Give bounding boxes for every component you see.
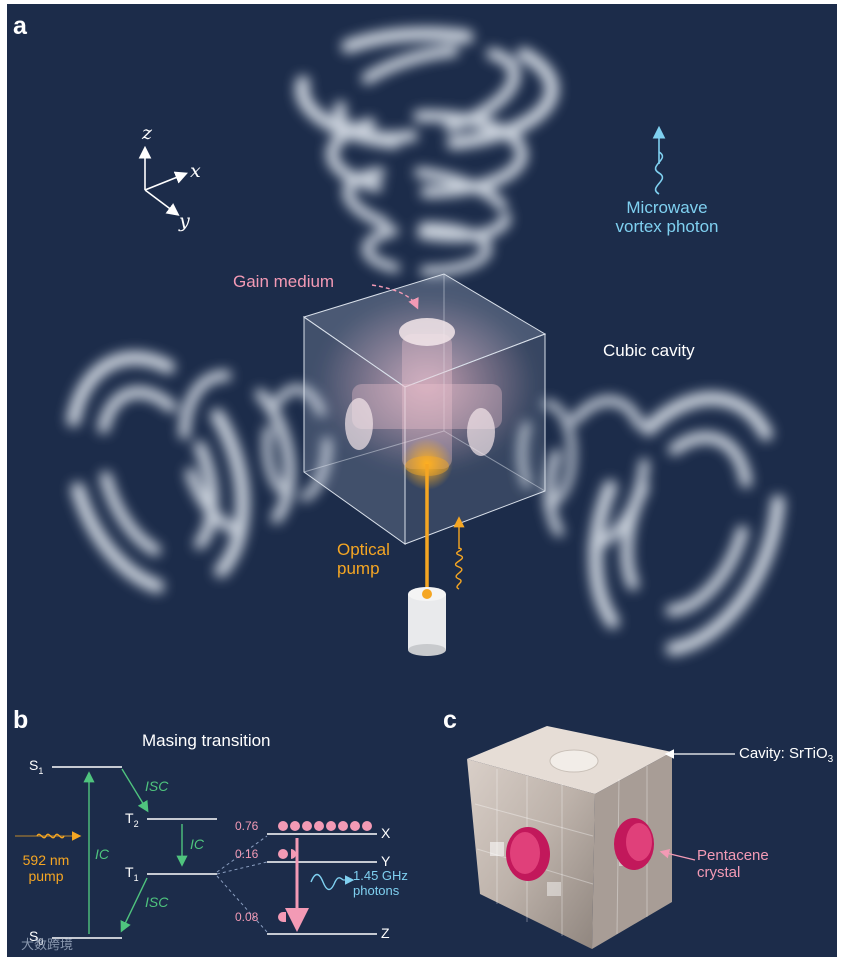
- transition-arrows: [15, 768, 355, 934]
- gain-medium-label: Gain medium: [233, 272, 335, 291]
- gain-medium-pointer: [371, 284, 419, 310]
- optical-pump-wave-icon: [453, 516, 465, 590]
- ic-t2-t1-label: IC: [190, 836, 204, 852]
- pump-laser-source: [408, 587, 446, 656]
- microwave-photon-label: Microwave vortex photon: [615, 198, 719, 236]
- panel-label-b: b: [13, 706, 29, 734]
- microwave-wave-icon: [652, 125, 666, 195]
- isc-lower-label: ISC: [145, 894, 169, 910]
- cubic-cavity-diagram: [302, 273, 547, 594]
- watermark: 大数跨境: [21, 937, 74, 952]
- figure-graphics: [15, 27, 786, 949]
- axis-z-label: z: [142, 122, 153, 144]
- optical-pump-label: Optical pump: [337, 540, 390, 578]
- cubic-cavity-label: Cubic cavity: [603, 341, 695, 360]
- masing-transition-title: Masing transition: [142, 731, 271, 750]
- axis-x-label: x: [190, 160, 201, 182]
- vortex-left: [64, 350, 332, 598]
- isc-upper-label: ISC: [145, 778, 169, 794]
- axis-y-label: y: [179, 210, 190, 232]
- sublevel-y-label: Y: [381, 853, 391, 869]
- panel-label-c: c: [443, 706, 457, 734]
- population-z: 0.08: [235, 910, 259, 924]
- emission-label: 1.45 GHz photons: [353, 868, 408, 898]
- population-y: 0.16: [235, 847, 259, 861]
- ic-s1-s0-label: IC: [95, 846, 109, 862]
- level-s1-label: S1: [29, 757, 44, 776]
- sublevel-x-label: X: [381, 825, 391, 841]
- population-markers: [278, 821, 372, 922]
- energy-level-diagram: [52, 766, 377, 939]
- population-x: 0.76: [235, 819, 259, 833]
- level-s0-label: S0: [29, 928, 44, 947]
- vortex-top: [295, 27, 559, 276]
- cavity-photo: [467, 726, 735, 949]
- sublevel-z-label: Z: [381, 925, 390, 941]
- level-t1-label: T1: [125, 864, 139, 883]
- coordinate-axes: [138, 145, 188, 216]
- figure-panel: a z x y Microwave vortex photon Gain med…: [7, 4, 837, 957]
- panel-label-a: a: [13, 12, 27, 40]
- vortex-right: [518, 391, 786, 657]
- level-t2-label: T2: [125, 810, 139, 829]
- pentacene-crystal-label: Pentacene crystal: [697, 847, 769, 881]
- cavity-material-label: Cavity: SrTiO3: [739, 745, 834, 765]
- pump-wavelength-label: 592 nm pump: [22, 852, 70, 884]
